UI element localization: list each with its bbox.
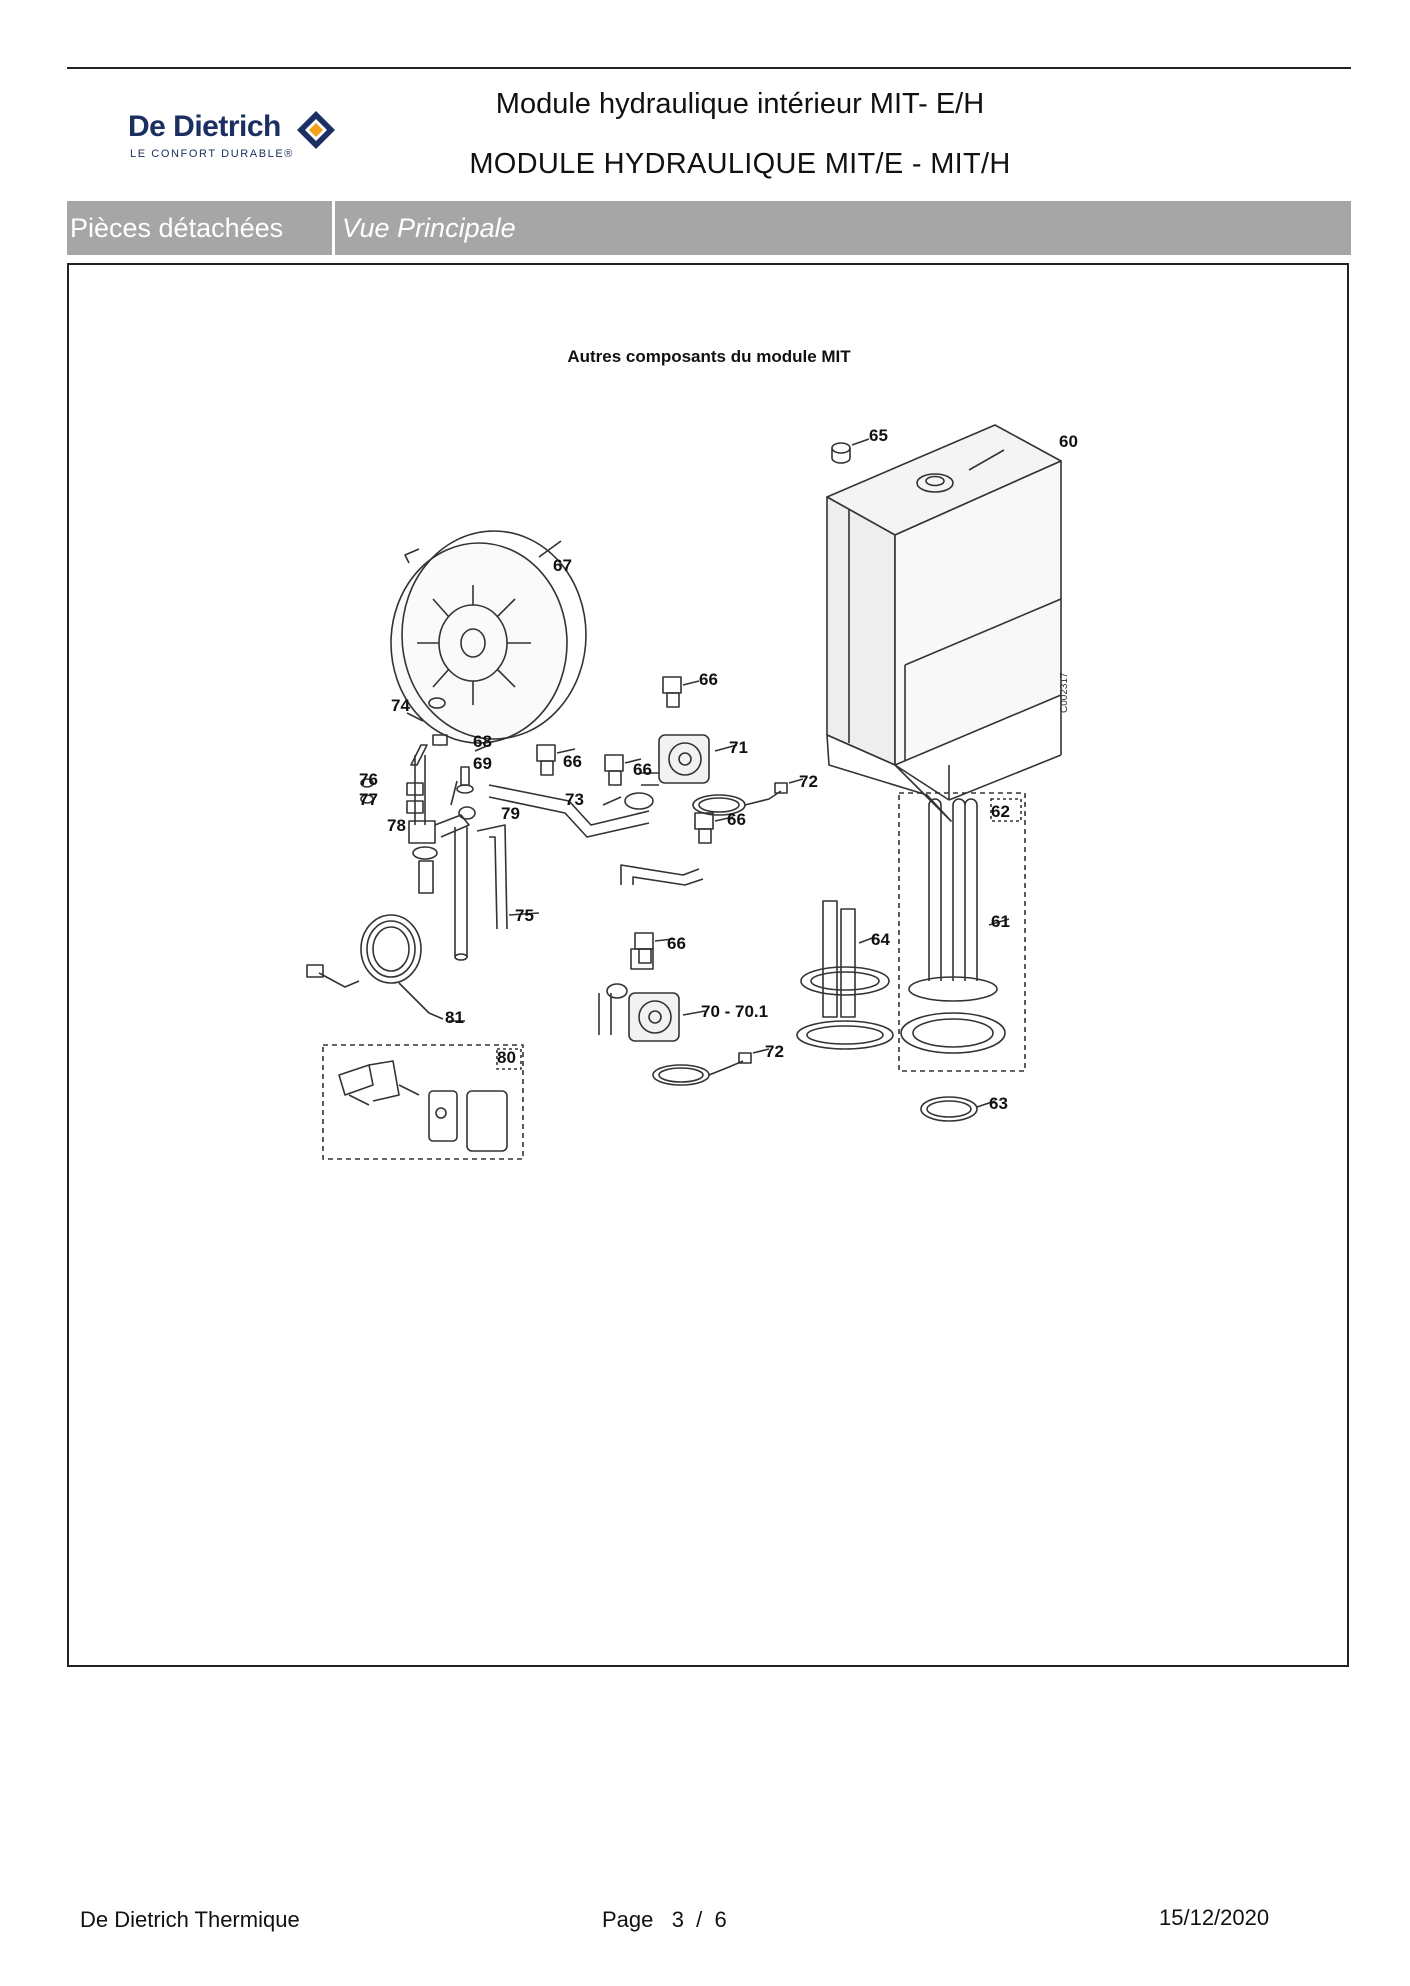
section-bar: Pièces détachées Vue Principale bbox=[67, 201, 1351, 255]
label-72-a: 72 bbox=[799, 772, 818, 791]
label-71: 71 bbox=[729, 738, 748, 757]
label-66-e: 66 bbox=[667, 934, 686, 953]
part-66-pipe-lower bbox=[620, 864, 704, 886]
label-66-b: 66 bbox=[633, 760, 652, 779]
part-64-anode bbox=[796, 900, 894, 1050]
part-75-pipes bbox=[454, 824, 540, 961]
label-77: 77 bbox=[359, 790, 378, 809]
label-60: 60 bbox=[1059, 432, 1078, 451]
part-68-69-valve bbox=[456, 744, 490, 794]
document-title: Module hydraulique intérieur MIT- E/H bbox=[495, 88, 985, 120]
label-66-a: 66 bbox=[563, 752, 582, 771]
label-81: 81 bbox=[445, 1008, 464, 1027]
header-rule bbox=[67, 67, 1351, 69]
label-63: 63 bbox=[989, 1094, 1008, 1113]
label-65: 65 bbox=[869, 426, 888, 445]
brand-tagline: LE CONFORT DURABLE® bbox=[130, 148, 295, 160]
label-66-c: 66 bbox=[699, 670, 718, 689]
label-80: 80 bbox=[497, 1048, 516, 1067]
part-81-sensor-cable bbox=[306, 914, 465, 1022]
drawing-code: C002317 bbox=[1059, 672, 1070, 713]
tab-main-view[interactable]: Vue Principale bbox=[342, 213, 516, 243]
label-74: 74 bbox=[391, 696, 410, 715]
part-72-cable bbox=[652, 778, 804, 1086]
label-62: 62 bbox=[991, 802, 1010, 821]
part-65-grommet bbox=[831, 438, 870, 464]
label-79: 79 bbox=[501, 804, 520, 823]
label-69: 69 bbox=[473, 754, 492, 773]
label-68: 68 bbox=[473, 732, 492, 751]
label-70-70-1: 70 - 70.1 bbox=[701, 1002, 768, 1021]
diagram-title: Autres composants du module MIT bbox=[567, 347, 851, 366]
brand-diamond-icon bbox=[297, 111, 335, 149]
part-67-expansion-vessel bbox=[390, 530, 587, 746]
diagram-frame: Autres composants du module MIT bbox=[67, 263, 1349, 1667]
label-61: 61 bbox=[991, 912, 1010, 931]
footer-date: 15/12/2020 bbox=[1159, 1905, 1270, 1930]
part-60-cabinet bbox=[826, 424, 1062, 822]
label-75: 75 bbox=[515, 906, 534, 925]
part-73-pipe bbox=[488, 784, 650, 838]
footer-company: De Dietrich Thermique bbox=[80, 1907, 300, 1932]
part-63-gasket bbox=[920, 1096, 996, 1122]
label-66-d: 66 bbox=[727, 810, 746, 829]
label-73: 73 bbox=[565, 790, 584, 809]
part-70-pump bbox=[598, 948, 706, 1042]
tab-spare-parts[interactable]: Pièces détachées bbox=[67, 201, 335, 255]
part-66-fittings bbox=[536, 676, 734, 964]
label-67: 67 bbox=[553, 556, 572, 575]
exploded-view-diagram: 60 65 67 74 68 69 76 77 78 79 66 66 66 6… bbox=[306, 424, 1078, 1160]
label-78: 78 bbox=[387, 816, 406, 835]
label-76: 76 bbox=[359, 770, 378, 789]
label-72-b: 72 bbox=[765, 1042, 784, 1061]
brand-logo: De Dietrich LE CONFORT DURABLE® bbox=[128, 110, 348, 166]
part-80-kit bbox=[322, 1044, 524, 1160]
brand-name: De Dietrich bbox=[128, 110, 281, 143]
part-71-pump bbox=[624, 734, 738, 810]
document-subtitle: MODULE HYDRAULIQUE MIT/E - MIT/H bbox=[469, 148, 1011, 180]
part-76-77-78-79-fittings bbox=[360, 778, 476, 894]
part-74-pipe bbox=[406, 697, 446, 825]
label-64: 64 bbox=[871, 930, 890, 949]
part-62-heater-kit bbox=[898, 792, 1026, 1072]
footer-page-number: Page 3 / 6 bbox=[602, 1907, 727, 1932]
